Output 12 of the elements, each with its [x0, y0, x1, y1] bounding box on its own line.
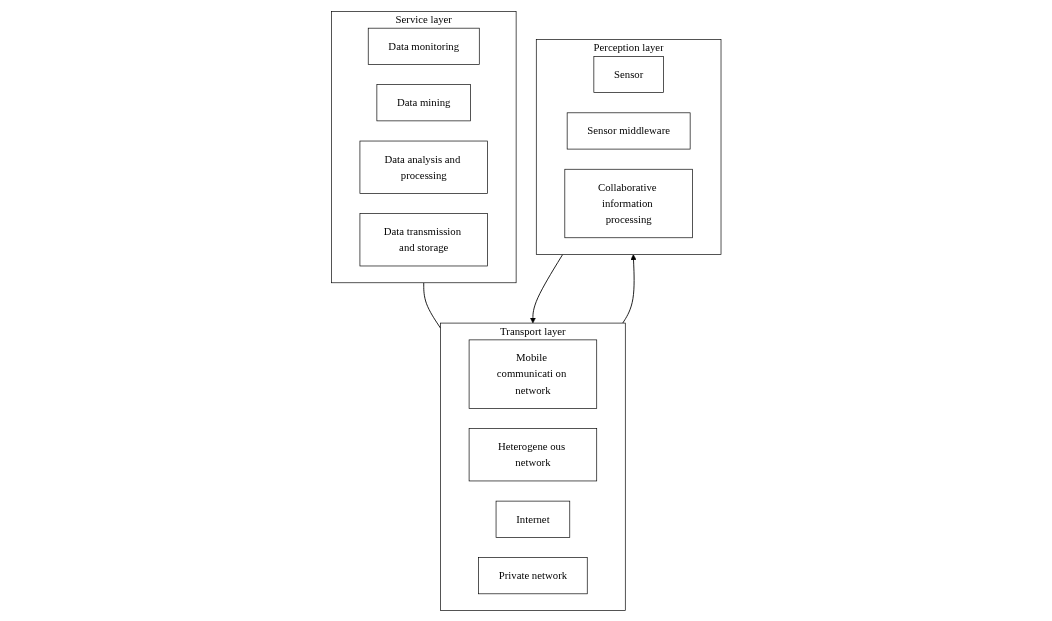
node-box: Mobile communicati on network	[468, 339, 597, 409]
node-box: Heterogene ous network	[468, 427, 597, 481]
node-box: Data mining	[376, 83, 471, 121]
node-box: Sensor	[593, 55, 664, 93]
node-box: Data transmission and storage	[359, 212, 488, 266]
node-box: Data monitoring	[367, 27, 480, 65]
node-box: Data analysis and processing	[359, 140, 488, 194]
node-box: Private network	[478, 556, 588, 594]
node-box: Collaborative information processing	[564, 168, 693, 238]
connector	[423, 281, 441, 329]
node-box: Sensor middleware	[566, 111, 691, 149]
node-box: Internet	[495, 500, 570, 538]
